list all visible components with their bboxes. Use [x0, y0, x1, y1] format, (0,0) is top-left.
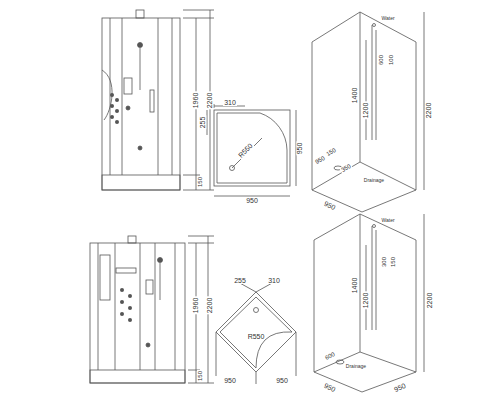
- note-label: Drainage: [345, 364, 367, 369]
- dimension-label: 350: [339, 162, 352, 173]
- dimension-label: 300: [381, 256, 387, 268]
- dimension-label: 950: [322, 199, 337, 211]
- dimension-label: 1400: [351, 276, 358, 294]
- dimension-label: 2200: [426, 291, 433, 309]
- dimension-label: 255: [233, 277, 247, 284]
- cabin-front-view: [102, 10, 214, 190]
- dimension-label: 950: [392, 381, 407, 393]
- dimension-label: 600: [323, 351, 336, 362]
- note-label: Water: [380, 218, 395, 223]
- dimension-label: 2200: [425, 101, 432, 119]
- corner-installation: [312, 12, 424, 212]
- dimension-label: 950: [297, 141, 304, 155]
- dimension-label: 1400: [351, 86, 358, 104]
- note-label: Water: [380, 16, 395, 21]
- dimension-label: 150: [197, 176, 203, 188]
- dimension-label: 150: [197, 370, 203, 382]
- cabin-front-view: [90, 236, 214, 383]
- dimension-label: 255: [200, 115, 207, 129]
- dimension-label: 600: [378, 54, 384, 66]
- dimension-label: 950: [322, 381, 337, 393]
- dimension-label: 150: [390, 256, 396, 268]
- dimension-label: 950: [223, 377, 237, 384]
- dimension-label: 2200: [206, 296, 213, 314]
- dimension-label: 150: [324, 146, 337, 157]
- tray-plan: [216, 282, 296, 384]
- dimension-label: 1200: [362, 291, 369, 309]
- dimension-label: 1200: [362, 101, 369, 119]
- dimension-label: 310: [267, 277, 281, 284]
- dimension-label: R550: [247, 333, 266, 340]
- dimension-label: 310: [223, 99, 237, 106]
- dimension-label: R550: [236, 141, 254, 159]
- dimension-label: 1960: [192, 296, 199, 314]
- dimension-label: 100: [388, 54, 394, 66]
- dimension-label: 2200: [206, 91, 213, 109]
- note-label: Drainage: [363, 178, 385, 183]
- dimension-label: 950: [313, 154, 326, 165]
- dimension-label: 1960: [192, 91, 199, 109]
- dimension-label: 950: [245, 197, 259, 204]
- corner-installation: [314, 214, 424, 392]
- tray-plan: [207, 104, 296, 196]
- dimension-label: 950: [275, 377, 289, 384]
